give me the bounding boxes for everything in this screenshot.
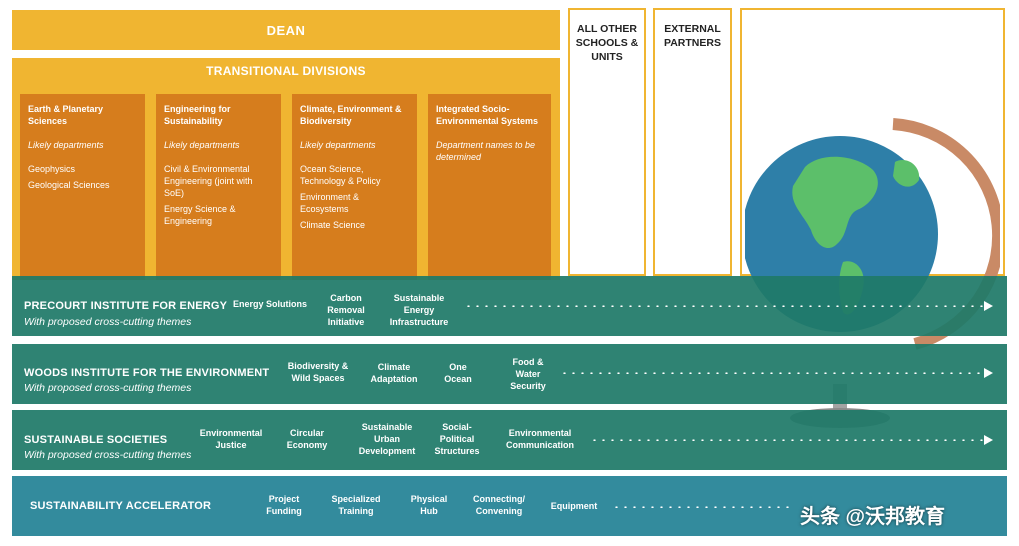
theme-label: One Ocean xyxy=(444,362,472,384)
other-schools-label: ALL OTHER SCHOOLS & UNITS xyxy=(575,23,639,63)
division-engineering-sustainability: Engineering for Sustainability Likely de… xyxy=(156,94,281,280)
dotted-connector xyxy=(464,305,984,307)
division-integrated-socio-environmental: Integrated Socio-Environmental Systems D… xyxy=(428,94,551,280)
band-title: SUSTAINABLE SOCIETIES xyxy=(24,434,168,446)
other-schools-box: ALL OTHER SCHOOLS & UNITS xyxy=(568,8,646,276)
globe-land-north-america xyxy=(792,156,878,249)
globe-land-greenland xyxy=(893,160,920,187)
dean-box: DEAN xyxy=(12,10,560,50)
theme-label: Environmental Communication xyxy=(505,428,574,450)
theme-label: Carbon Removal Initiative xyxy=(327,293,365,327)
theme-label: Food & Water Security xyxy=(510,357,546,391)
department-item: Ocean Science, Technology & Policy xyxy=(300,164,381,186)
band-sustainable-societies: SUSTAINABLE SOCIETIES With proposed cros… xyxy=(12,410,1007,470)
department-item: Geophysics xyxy=(28,164,76,174)
department-item: Geological Sciences xyxy=(28,180,110,190)
theme-label: Equipment xyxy=(550,501,598,511)
division-label: Department names to be determined xyxy=(436,140,536,162)
theme-label: Environmental Justice xyxy=(199,428,263,450)
band-woods-institute: WOODS INSTITUTE FOR THE ENVIRONMENT With… xyxy=(12,344,1007,404)
division-label: Likely departments xyxy=(300,140,376,150)
arrow-right-icon xyxy=(984,368,993,378)
theme-label: Sustainable Energy Infrastructure xyxy=(389,293,449,327)
division-title: Earth & Planetary Sciences xyxy=(28,104,104,126)
theme-label: Project Funding xyxy=(266,494,302,516)
dotted-connector xyxy=(612,506,792,508)
department-item: Climate Science xyxy=(300,220,366,230)
theme-label: Connecting/ Convening xyxy=(473,494,525,516)
dean-label: DEAN xyxy=(266,22,306,38)
division-climate-environment: Climate, Environment & Biodiversity Like… xyxy=(292,94,417,280)
band-sustainability-accelerator: SUSTAINABILITY ACCELERATOR Project Fundi… xyxy=(12,476,1007,536)
department-item: Environment & Ecosystems xyxy=(300,192,360,214)
division-title: Integrated Socio-Environmental Systems xyxy=(436,104,539,126)
division-title: Engineering for Sustainability xyxy=(164,104,231,126)
division-title: Climate, Environment & Biodiversity xyxy=(300,104,402,126)
band-title: PRECOURT INSTITUTE FOR ENERGY xyxy=(24,300,228,312)
watermark-text: 头条 @沃邦教育 xyxy=(800,506,946,528)
department-item: Civil & Environmental Engineering (joint… xyxy=(164,164,253,198)
band-title: WOODS INSTITUTE FOR THE ENVIRONMENT xyxy=(24,367,270,379)
division-label: Likely departments xyxy=(164,140,240,150)
theme-label: Specialized Training xyxy=(331,494,381,516)
external-partners-label: EXTERNAL PARTNERS xyxy=(664,23,721,49)
theme-label: Biodiversity & Wild Spaces xyxy=(287,361,349,383)
band-precourt-institute: PRECOURT INSTITUTE FOR ENERGY With propo… xyxy=(12,276,1007,336)
arrow-right-icon xyxy=(984,301,993,311)
dotted-connector xyxy=(590,439,984,441)
theme-label: Sustainable Urban Development xyxy=(358,422,416,456)
theme-label: Physical Hub xyxy=(410,494,448,516)
band-subtitle: With proposed cross-cutting themes xyxy=(24,449,192,461)
band-subtitle: With proposed cross-cutting themes xyxy=(24,316,192,328)
department-item: Energy Science & Engineering xyxy=(164,204,236,226)
dotted-connector xyxy=(560,372,984,374)
arrow-right-icon xyxy=(984,435,993,445)
theme-label: Social-Political Structures xyxy=(434,422,480,456)
theme-label: Circular Economy xyxy=(286,428,328,450)
theme-label: Climate Adaptation xyxy=(370,362,418,384)
band-title: SUSTAINABILITY ACCELERATOR xyxy=(30,500,212,512)
external-partners-box: EXTERNAL PARTNERS xyxy=(653,8,732,276)
band-subtitle: With proposed cross-cutting themes xyxy=(24,382,192,394)
division-label: Likely departments xyxy=(28,140,104,150)
transitional-divisions-title: TRANSITIONAL DIVISIONS xyxy=(206,64,366,78)
theme-label: Energy Solutions xyxy=(232,299,308,309)
division-earth-planetary: Earth & Planetary Sciences Likely depart… xyxy=(20,94,145,280)
